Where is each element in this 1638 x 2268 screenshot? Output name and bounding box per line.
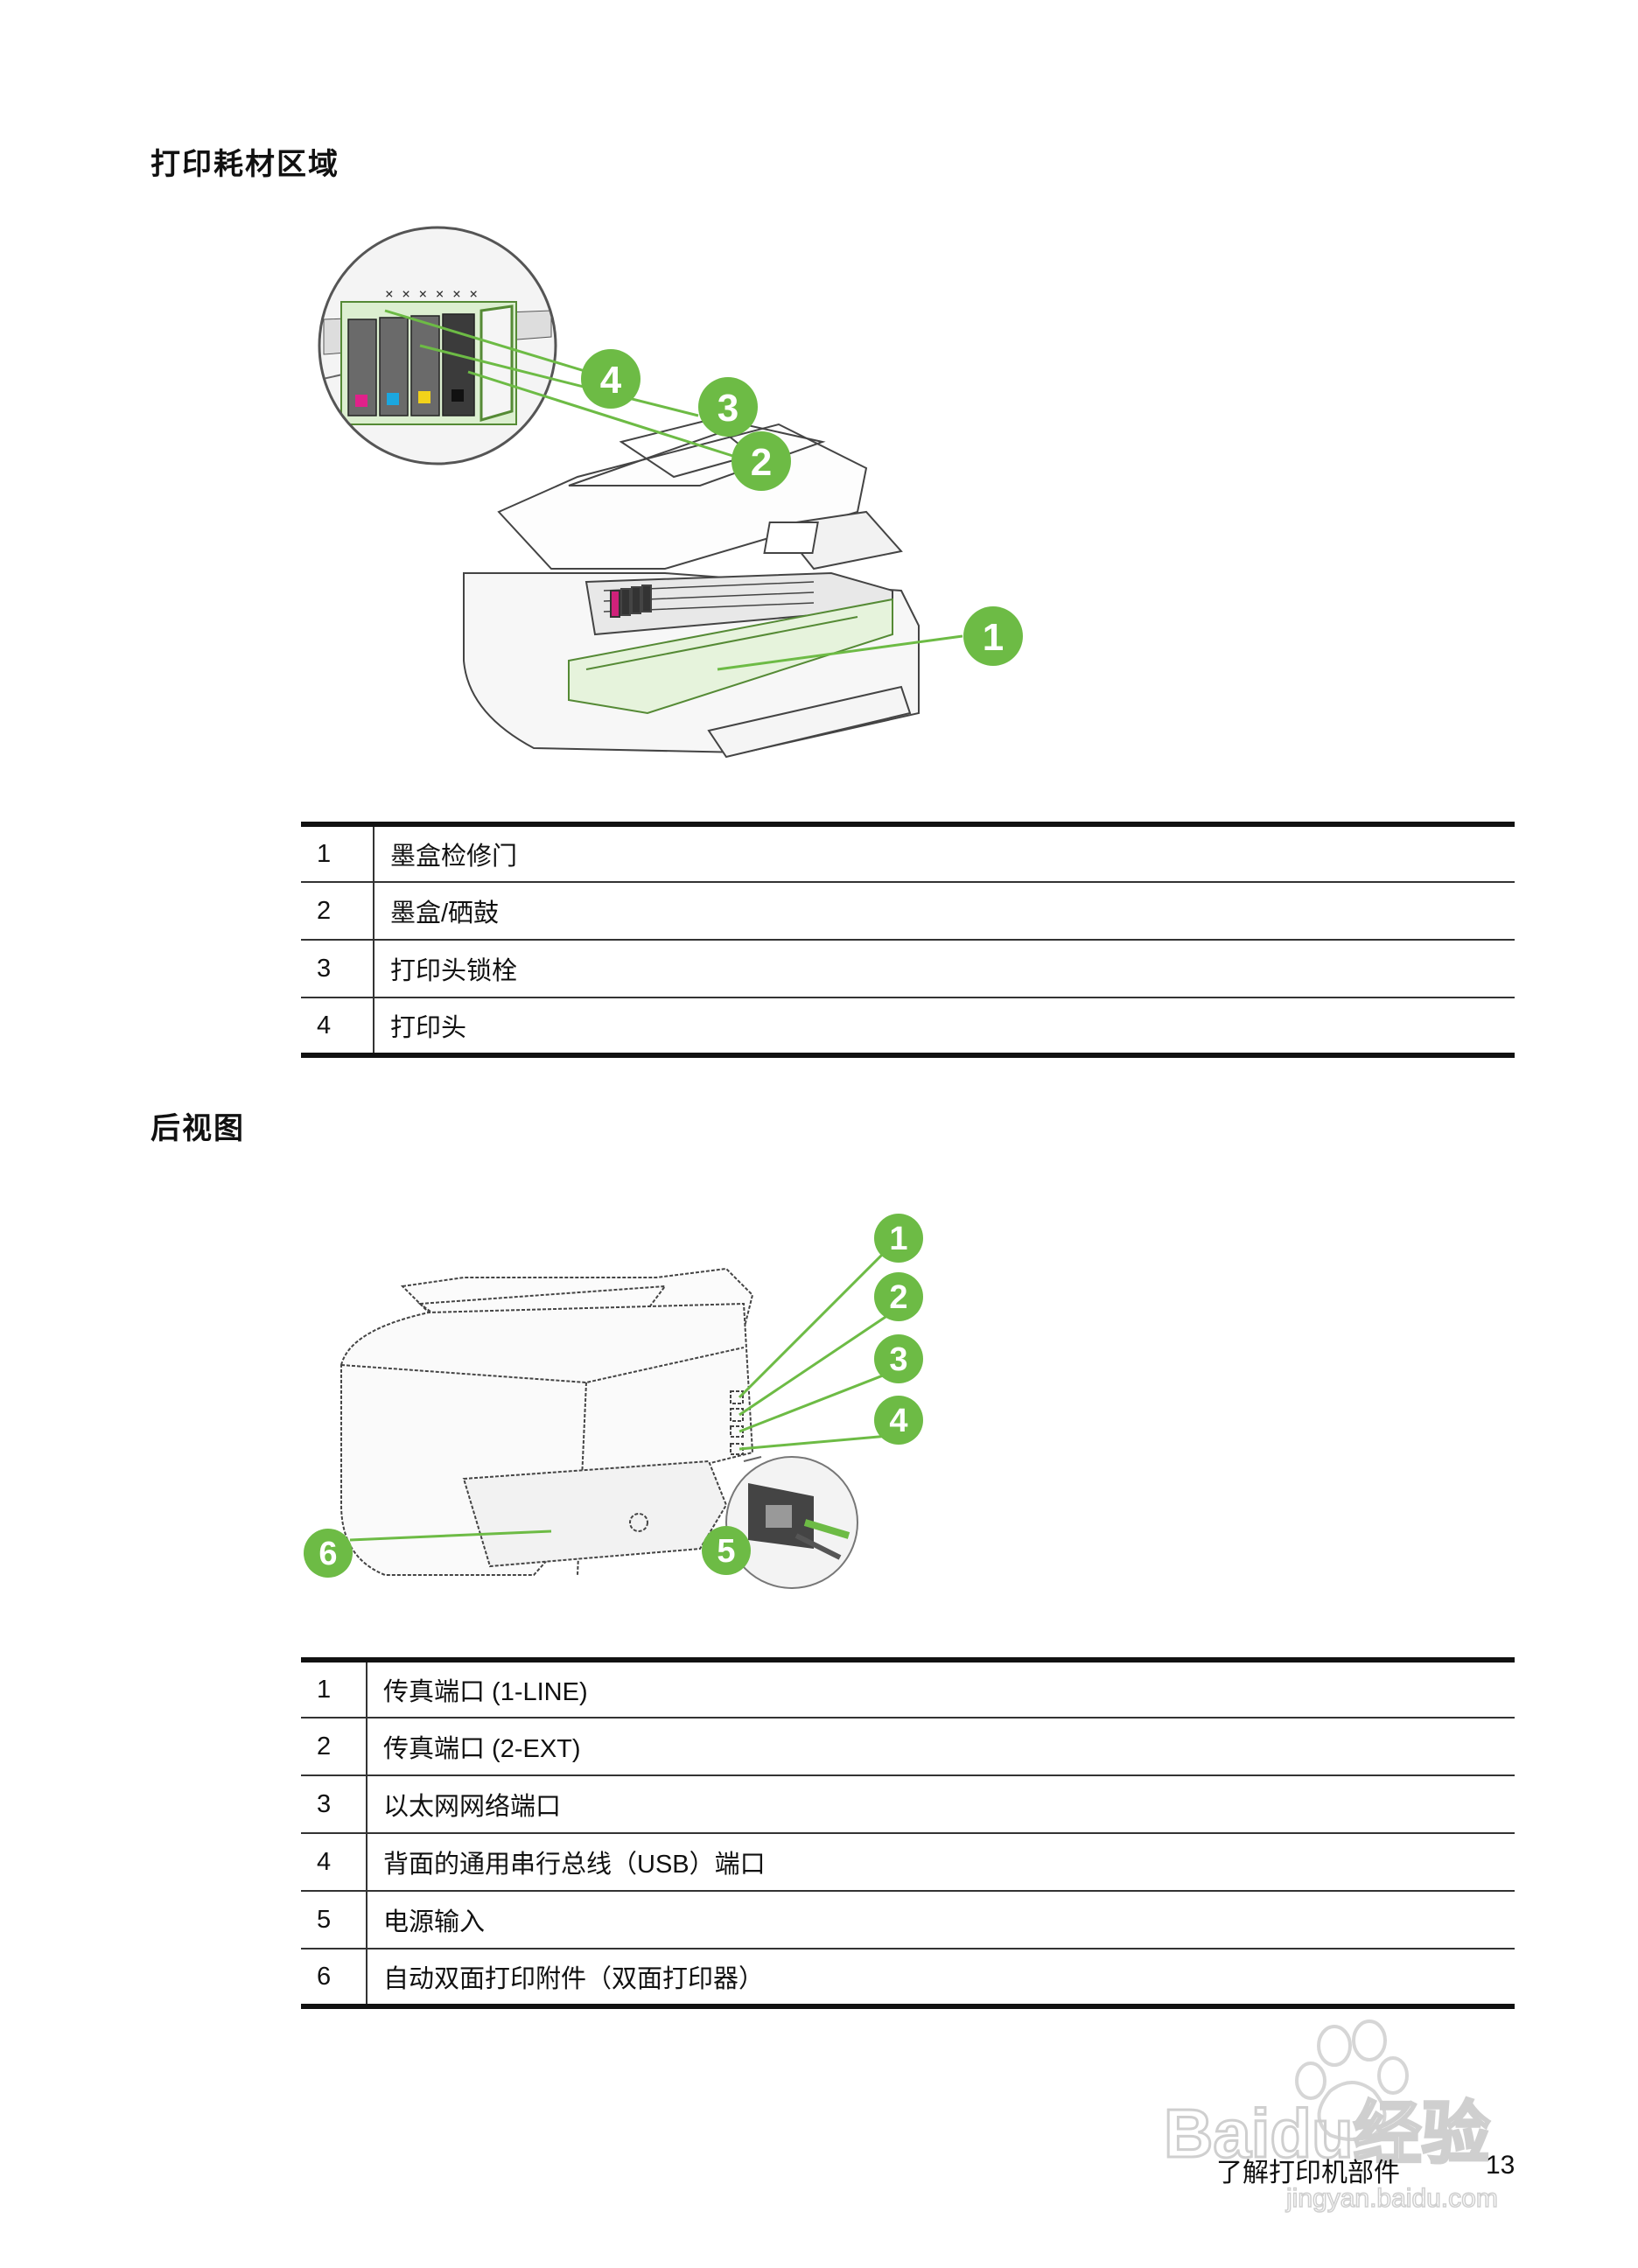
row-number: 5	[301, 1891, 368, 1950]
svg-text:1: 1	[983, 616, 1004, 659]
callout-badge-3: 3	[698, 377, 758, 437]
row-number: 1	[301, 824, 374, 883]
table-row: 4 背面的通用串行总线（USB）端口	[301, 1833, 1515, 1892]
supplies-legend-table: 1 墨盒检修门 2 墨盒/硒鼓 3 打印头锁栓 4 打印头	[301, 822, 1515, 1058]
callout-badge-1: 1	[874, 1214, 923, 1263]
svg-text:1: 1	[889, 1221, 907, 1257]
table-row: 3 打印头锁栓	[301, 940, 1515, 998]
row-label: 打印头	[390, 1014, 467, 1042]
row-number: 6	[301, 1949, 368, 2006]
baidu-jingyan-watermark: Baidu经验 jingyan.baidu.com	[1163, 2020, 1499, 2214]
printer-rear-illustration: 1 2 3 4 5 6	[304, 1214, 923, 1589]
section-title-supplies: 打印耗材区域	[150, 148, 340, 181]
table-row: 1 传真端口 (1-LINE)	[301, 1660, 1515, 1718]
table-row: 4 打印头	[301, 998, 1515, 1055]
section-title-rear-view: 后视图	[150, 1112, 245, 1145]
callout-badge-3: 3	[874, 1334, 923, 1383]
callout-badge-1: 1	[963, 606, 1023, 666]
row-label: 背面的通用串行总线（USB）端口	[367, 1833, 1515, 1892]
callout-badge-6: 6	[304, 1529, 353, 1578]
row-label: 以太网网络端口	[367, 1775, 1515, 1834]
table-row: 3 以太网网络端口	[301, 1775, 1515, 1834]
table-row: 5 电源输入	[301, 1891, 1515, 1950]
row-label: 自动双面打印附件（双面打印器）	[383, 1965, 765, 1993]
row-label: 墨盒检修门	[374, 824, 1515, 883]
row-label: 传真端口 (2-EXT)	[367, 1718, 1515, 1776]
row-number: 4	[301, 998, 374, 1055]
rear-legend-table: 1 传真端口 (1-LINE) 2 传真端口 (2-EXT) 3 以太网网络端口…	[301, 1657, 1515, 2009]
row-number: 2	[301, 1718, 368, 1776]
svg-text:5: 5	[717, 1533, 735, 1570]
svg-text:× × × × × ×: × × × × × ×	[385, 285, 478, 302]
svg-text:2: 2	[751, 441, 772, 484]
svg-text:3: 3	[889, 1341, 907, 1378]
callout-badge-2: 2	[732, 431, 791, 491]
row-label: 打印头锁栓	[374, 940, 1515, 998]
callout-badge-2: 2	[874, 1272, 923, 1321]
row-number: 3	[301, 1775, 368, 1834]
table-row: 2 传真端口 (2-EXT)	[301, 1718, 1515, 1776]
printer-supplies-illustration: × × × × × × 4 3 2 1	[318, 226, 1023, 759]
svg-text:Baidu经验: Baidu经验	[1164, 2095, 1490, 2172]
footer-page-number: 13	[1486, 2151, 1516, 2180]
table-row: 1 墨盒检修门	[301, 824, 1515, 883]
row-label: 传真端口 (1-LINE)	[367, 1660, 1515, 1718]
row-number: 1	[301, 1660, 368, 1718]
footer-chapter-title: 了解打印机部件	[1216, 2159, 1400, 2188]
row-number: 2	[301, 882, 374, 941]
callout-badge-4: 4	[874, 1396, 923, 1445]
svg-text:2: 2	[889, 1279, 907, 1316]
callout-badge-5: 5	[702, 1526, 751, 1575]
table-row: 6 自动双面打印附件（双面打印器）	[301, 1949, 1515, 2006]
table-row: 2 墨盒/硒鼓	[301, 882, 1515, 941]
row-label: 电源输入	[367, 1891, 1515, 1950]
svg-text:3: 3	[718, 387, 738, 430]
row-number: 3	[301, 940, 374, 998]
svg-text:6: 6	[318, 1536, 337, 1572]
svg-text:4: 4	[889, 1403, 907, 1439]
row-label: 墨盒/硒鼓	[374, 882, 1515, 941]
callout-group: 4 3 2 1	[581, 349, 1023, 666]
row-number: 4	[301, 1833, 368, 1892]
svg-text:4: 4	[600, 359, 622, 402]
callout-badge-4: 4	[581, 349, 640, 409]
svg-text:jingyan.baidu.com: jingyan.baidu.com	[1285, 2184, 1498, 2213]
